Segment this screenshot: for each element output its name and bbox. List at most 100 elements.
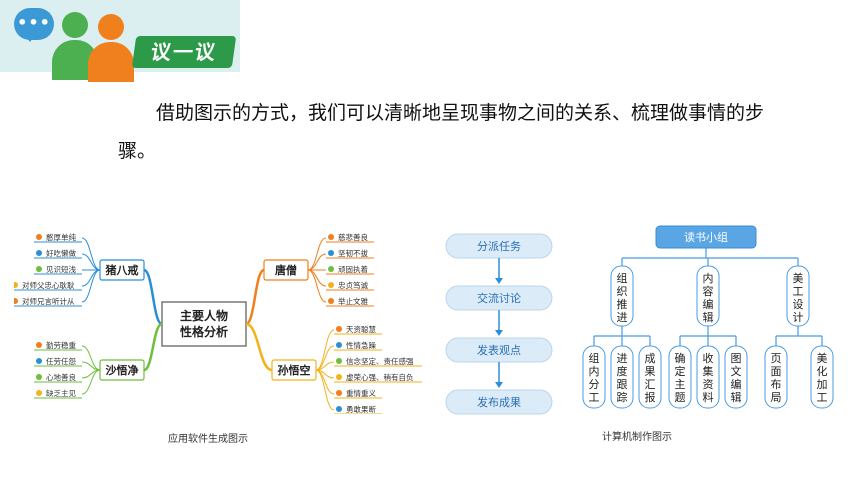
mind-map-leaf-label: 信念坚定、责任感强 xyxy=(346,356,414,366)
bullet-dot-icon xyxy=(36,374,42,380)
flow-step-label: 发表观点 xyxy=(477,343,521,357)
mind-map-leaf-connector xyxy=(81,253,101,271)
org-child-label: 页面布局 xyxy=(771,352,782,404)
mind-map-leaf-label: 虚荣心强、稍有自负 xyxy=(346,372,414,382)
intro-paragraph: 借助图示的方式，我们可以清晰地呈现事物之间的关系、梳理做事情的步骤。 xyxy=(118,102,765,162)
mind-map-center-text: 主要人物 xyxy=(180,308,228,323)
mind-map-leaf-connector xyxy=(81,269,101,303)
org-group-label: 内容编辑 xyxy=(703,271,714,324)
green-person-icon xyxy=(62,12,88,38)
bubble-dots: ••• xyxy=(17,13,51,32)
org-child-label: 确定主题 xyxy=(675,352,686,404)
org-child-box xyxy=(696,345,720,409)
mind-map-branch-connector xyxy=(143,322,163,372)
mind-map: 主要人物性格分析猪八戒憨厚单纯好吃懒做见识短浅对师父忠心耿耿对师兄言听计从唐僧慈… xyxy=(14,232,422,414)
mind-map-leaf-connector xyxy=(307,269,327,287)
mind-map-leaf-label: 举止文雅 xyxy=(338,296,368,306)
mind-map-leaf-label: 顽固执着 xyxy=(338,264,368,274)
bullet-dot-icon xyxy=(336,326,342,332)
org-group-label: 美工设计 xyxy=(793,272,804,324)
bullet-dot-icon xyxy=(336,406,342,412)
org-child-box xyxy=(764,345,788,409)
mind-map-leaf-label: 重情重义 xyxy=(346,388,376,398)
mind-map-leaf-connector xyxy=(315,369,335,411)
mind-map-leaf-connector xyxy=(81,269,101,287)
bullet-dot-icon xyxy=(14,282,18,288)
mind-map-leaf-connector xyxy=(81,237,101,271)
bullet-dot-icon xyxy=(328,298,334,304)
org-child-box xyxy=(610,345,634,409)
mind-map-branch-connector xyxy=(143,268,163,326)
org-child-label: 美化加工 xyxy=(817,352,828,404)
mind-map-leaf-label: 忠贞笃诚 xyxy=(338,280,368,290)
bullet-dot-icon xyxy=(36,250,42,256)
flow-arrow-head-icon xyxy=(495,278,503,284)
mind-map-leaf-label: 勤劳稳重 xyxy=(46,340,76,350)
mind-map-leaf-connector xyxy=(307,269,327,303)
mind-map-leaf-label: 对师父忠心耿耿 xyxy=(22,280,75,290)
flow-step-label: 交流讨论 xyxy=(477,291,521,305)
bullet-dot-icon xyxy=(36,266,42,272)
org-child-label: 图文编辑 xyxy=(731,352,742,404)
bullet-dot-icon xyxy=(336,374,342,380)
flow-step-box xyxy=(445,389,553,415)
flow-step-label: 分派任务 xyxy=(477,240,521,253)
mind-map-leaf-connector xyxy=(307,237,327,271)
mind-map-leaf-label: 见识短浅 xyxy=(46,264,76,274)
mind-map-leaf-label: 好吃懒做 xyxy=(46,248,76,258)
mind-map-branch-label: 孙悟空 xyxy=(278,363,311,377)
mind-map-leaf-label: 缺乏主见 xyxy=(46,388,76,398)
bullet-dot-icon xyxy=(328,234,334,240)
discussion-tag: 议一议 xyxy=(131,36,237,68)
org-child-box xyxy=(638,345,662,409)
org-child-label: 成果汇报 xyxy=(645,352,656,404)
mind-map-leaf-label: 憨厚单纯 xyxy=(46,232,76,242)
bullet-dot-icon xyxy=(328,250,334,256)
mind-map-branch-connector xyxy=(245,268,265,326)
org-child-label: 收集资料 xyxy=(703,351,714,404)
flow-step-label: 发布成果 xyxy=(477,395,521,409)
org-child-label: 组内分工 xyxy=(589,351,600,404)
bullet-dot-icon xyxy=(328,266,334,272)
org-child-box xyxy=(724,345,748,409)
org-child-box xyxy=(668,345,692,409)
org-child-box xyxy=(582,345,606,409)
mind-map-leaf-label: 天资聪慧 xyxy=(346,324,376,334)
mind-map-leaf-label: 任劳任怨 xyxy=(46,356,76,366)
org-chart-caption: 计算机制作图示 xyxy=(602,432,672,443)
mind-map-leaf-connector xyxy=(315,329,335,371)
mind-map-leaf-connector xyxy=(307,253,327,271)
mind-map-leaf-label: 慈悲善良 xyxy=(338,232,368,242)
mind-map-leaf-connector xyxy=(81,369,101,395)
bullet-dot-icon xyxy=(36,358,42,364)
org-child-label: 进度跟踪 xyxy=(617,352,628,404)
org-root-label: 读书小组 xyxy=(684,230,728,244)
mind-map-center-box xyxy=(161,301,247,347)
bullet-dot-icon xyxy=(14,298,18,304)
mind-map-branch-label: 猪八戒 xyxy=(105,263,139,277)
orange-person-body xyxy=(88,42,134,82)
speech-bubble-icon: ••• xyxy=(14,8,54,42)
mind-map-caption: 应用软件生成图示 xyxy=(168,434,248,445)
bullet-dot-icon xyxy=(328,282,334,288)
mind-map-branch-label: 沙悟净 xyxy=(106,363,139,377)
flow-arrow-head-icon xyxy=(495,330,503,336)
bullet-dot-icon xyxy=(336,342,342,348)
bullet-dot-icon xyxy=(36,342,42,348)
mind-map-branch-connector xyxy=(245,322,273,372)
bullet-dot-icon xyxy=(36,390,42,396)
flow-arrow-head-icon xyxy=(495,382,503,388)
mind-map-branch-label: 唐僧 xyxy=(275,263,297,277)
mind-map-leaf-label: 对师兄言听计从 xyxy=(22,296,75,306)
org-child-box xyxy=(810,345,834,409)
bullet-dot-icon xyxy=(36,234,42,240)
bullet-dot-icon xyxy=(336,358,342,364)
mind-map-leaf-label: 性情急躁 xyxy=(346,340,376,350)
mind-map-leaf-label: 坚韧不拔 xyxy=(338,248,368,258)
mind-map-leaf-label: 心地善良 xyxy=(46,372,76,382)
discussion-banner: ••• 议一议 xyxy=(0,0,240,82)
mind-map-leaf-label: 勇敢果断 xyxy=(346,404,376,414)
org-group-label: 组织推进 xyxy=(617,271,628,324)
